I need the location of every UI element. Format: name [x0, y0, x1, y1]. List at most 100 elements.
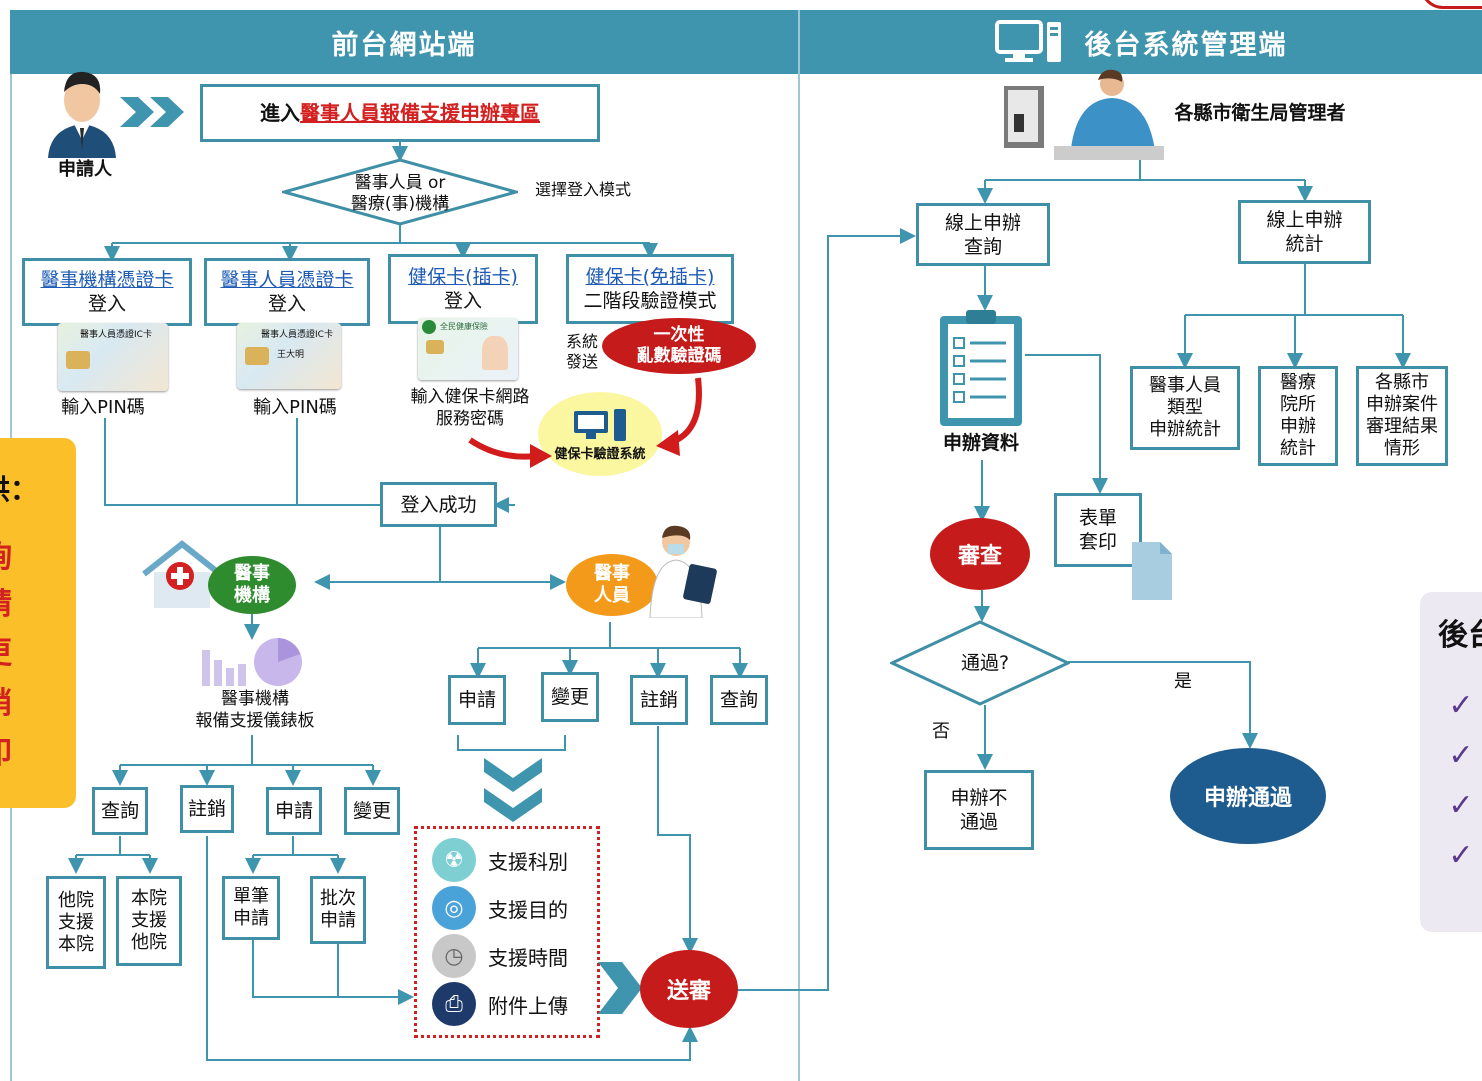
- staff-action-apply[interactable]: 申請: [448, 675, 506, 725]
- online-stats-1: 線上申辦: [1266, 209, 1343, 231]
- card2-title: 醫事人員憑證IC卡: [261, 330, 333, 340]
- inst-action-apply[interactable]: 申請: [266, 787, 322, 835]
- staff-action-change-label: 變更: [550, 686, 589, 708]
- computer-icon-small: [574, 408, 626, 441]
- online-query-1: 線上申辦: [944, 211, 1021, 234]
- inst-action-query[interactable]: 查詢: [92, 787, 148, 835]
- inst-action-apply-label: 申請: [274, 800, 313, 822]
- inst-action-change[interactable]: 變更: [344, 787, 400, 835]
- login-nhi-noinsert-link[interactable]: 健保卡(免插卡): [585, 266, 715, 288]
- login-inst-card-sub: 登入: [87, 293, 126, 315]
- online-query-box[interactable]: 線上申辦 查詢: [916, 203, 1050, 266]
- stat-county-box[interactable]: 各縣市 申辦案件 審理結果 情形: [1356, 366, 1448, 466]
- review-label: 審查: [957, 544, 1002, 569]
- login-nhi-insert[interactable]: 健保卡(插卡) 登入: [388, 254, 538, 324]
- upload-file-icon: ⎙: [432, 982, 476, 1026]
- applicant-avatar-icon: [48, 71, 116, 158]
- dashboard-label-2: 報備支援儀錶板: [195, 711, 315, 731]
- back-header-title: 後台系統管理端: [1084, 29, 1288, 61]
- batch-apply-1: 批次: [320, 888, 356, 909]
- pin-label-1: 輸入PIN碼: [61, 397, 145, 418]
- support-time-row: ◷ 支援時間: [432, 934, 568, 978]
- stat1-2: 類型: [1167, 397, 1203, 418]
- right-panel: [1420, 592, 1482, 932]
- otp-text-2: 亂數驗證碼: [636, 346, 722, 366]
- staff-text-1: 醫事: [594, 563, 630, 584]
- staff-action-change[interactable]: 變更: [541, 672, 599, 722]
- inst-text-2: 機構: [234, 585, 270, 606]
- entry-link[interactable]: 醫事人員報備支援申辦專區: [300, 101, 540, 125]
- entry-box[interactable]: 進入醫事人員報備支援申辦專區: [200, 84, 600, 142]
- login-nhi-noinsert[interactable]: 健保卡(免插卡) 二階段驗證模式: [566, 254, 734, 324]
- chevron-down-icon: [484, 758, 542, 822]
- form-print-box[interactable]: 表單 套印: [1054, 493, 1142, 567]
- online-stats-box[interactable]: 線上申辦 統計: [1238, 200, 1371, 264]
- submit-label: 送審: [666, 979, 711, 1004]
- nhi-verify-oval: 健保卡驗證系統: [538, 392, 662, 476]
- front-header: 前台網站端: [10, 10, 798, 74]
- inst-action-cancel[interactable]: 註銷: [180, 785, 234, 833]
- dashboard-chart-icon: [202, 638, 302, 686]
- double-chevron-icon: [120, 97, 184, 127]
- rejected-1: 申辦不: [950, 787, 1008, 809]
- single-apply-2: 申請: [233, 908, 269, 929]
- form-print-1: 表單: [1078, 507, 1117, 529]
- attachment-label: 附件上傳: [488, 993, 568, 1018]
- online-query-2: 查詢: [963, 235, 1002, 258]
- no-label: 否: [932, 721, 950, 742]
- yes-label: 是: [1174, 671, 1192, 692]
- passed-decision-diamond: [890, 620, 1070, 706]
- login-inst-card[interactable]: 醫事機構憑證卡 登入: [22, 258, 192, 326]
- sys-send-2: 發送: [565, 352, 598, 371]
- stat3-4: 情形: [1384, 438, 1420, 459]
- entry-prefix: 進入: [260, 101, 300, 125]
- column-divider: [798, 10, 800, 1081]
- staff-action-cancel-label: 註銷: [639, 689, 678, 711]
- application-data-label: 申辦資料: [942, 432, 1019, 454]
- stat1-1: 醫事人員: [1149, 375, 1221, 396]
- online-stats-2: 統計: [1285, 233, 1324, 255]
- login-inst-card-link[interactable]: 醫事機構憑證卡: [40, 269, 174, 291]
- clock-icon: ◷: [432, 934, 476, 978]
- side-panel: [0, 438, 76, 808]
- stat3-2: 申辦案件: [1366, 394, 1438, 415]
- inst-ic-card-image: 醫事人員憑證IC卡: [58, 323, 168, 391]
- staff-ic-card-image: 醫事人員憑證IC卡 王大明: [237, 323, 341, 389]
- form-print-2: 套印: [1078, 531, 1117, 553]
- inst-action-query-label: 查詢: [100, 800, 139, 822]
- red-curved-arrows: [468, 377, 702, 468]
- radiation-icon: ☢: [432, 838, 476, 882]
- check-icon: ✓: [1448, 788, 1474, 823]
- other-to-this-1: 他院: [58, 889, 94, 911]
- card1-title: 醫事人員憑證IC卡: [80, 330, 152, 340]
- inst-text-1: 醫事: [234, 563, 270, 584]
- staff-action-cancel[interactable]: 註銷: [630, 675, 688, 725]
- stat-hospital-box[interactable]: 醫療 院所 申辦 統計: [1258, 366, 1338, 466]
- this-to-other-3: 他院: [131, 932, 167, 953]
- submit-button[interactable]: 送審: [640, 950, 738, 1028]
- other-to-this-box[interactable]: 他院 支援 本院: [46, 876, 106, 969]
- other-to-this-2: 支援: [58, 911, 94, 933]
- login-nhi-insert-link[interactable]: 健保卡(插卡): [408, 266, 518, 288]
- single-apply-box[interactable]: 單筆 申請: [222, 876, 280, 940]
- login-staff-card-link[interactable]: 醫事人員憑證卡: [220, 269, 354, 291]
- front-header-title: 前台網站端: [331, 29, 477, 61]
- computer-icon: [994, 20, 1061, 62]
- login-type-diamond: [282, 158, 518, 226]
- staff-action-query[interactable]: 查詢: [710, 675, 768, 725]
- stat-staff-type-box[interactable]: 醫事人員 類型 申辦統計: [1130, 366, 1240, 450]
- card2-name: 王大明: [277, 350, 305, 360]
- login-success-label: 登入成功: [400, 493, 477, 516]
- side-panel-char-2: 請: [0, 590, 22, 620]
- support-purpose-label: 支援目的: [488, 897, 568, 922]
- single-apply-1: 單筆: [233, 886, 269, 907]
- batch-apply-box[interactable]: 批次 申請: [310, 876, 366, 944]
- this-to-other-box[interactable]: 本院 支援 他院: [116, 876, 182, 966]
- approved-label: 申辦通過: [1203, 786, 1292, 811]
- review-oval: 審查: [930, 518, 1030, 590]
- otp-oval: 一次性 亂數驗證碼: [602, 318, 756, 374]
- approved-oval: 申辦通過: [1170, 748, 1326, 844]
- login-staff-card[interactable]: 醫事人員憑證卡 登入: [204, 258, 370, 326]
- card3-title: 全民健康保險: [440, 322, 488, 331]
